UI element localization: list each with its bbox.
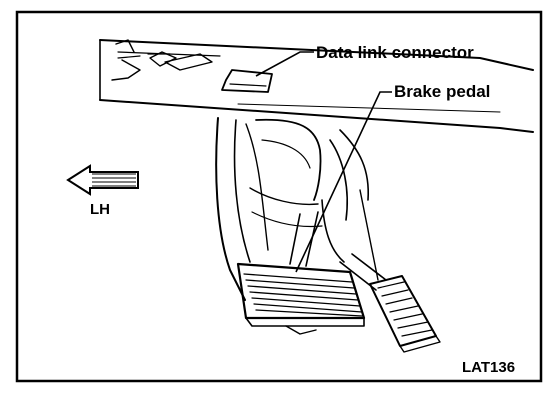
brake-pedal-graphic: [236, 211, 366, 335]
brake-pedal-label: Brake pedal: [394, 82, 490, 101]
brake-pedal-leader: [295, 91, 392, 273]
figure-frame: [15, 10, 543, 383]
direction-label: LH: [90, 201, 110, 218]
data-link-connector-leader: [255, 51, 314, 77]
left-arrow-icon: [66, 164, 139, 196]
steering-column: [215, 117, 379, 301]
data-link-connector-label: Data link connector: [316, 43, 474, 62]
accelerator-pedal-graphic: [339, 253, 441, 353]
dashboard-panel: [99, 39, 534, 133]
figure-code: LAT136: [462, 359, 515, 376]
